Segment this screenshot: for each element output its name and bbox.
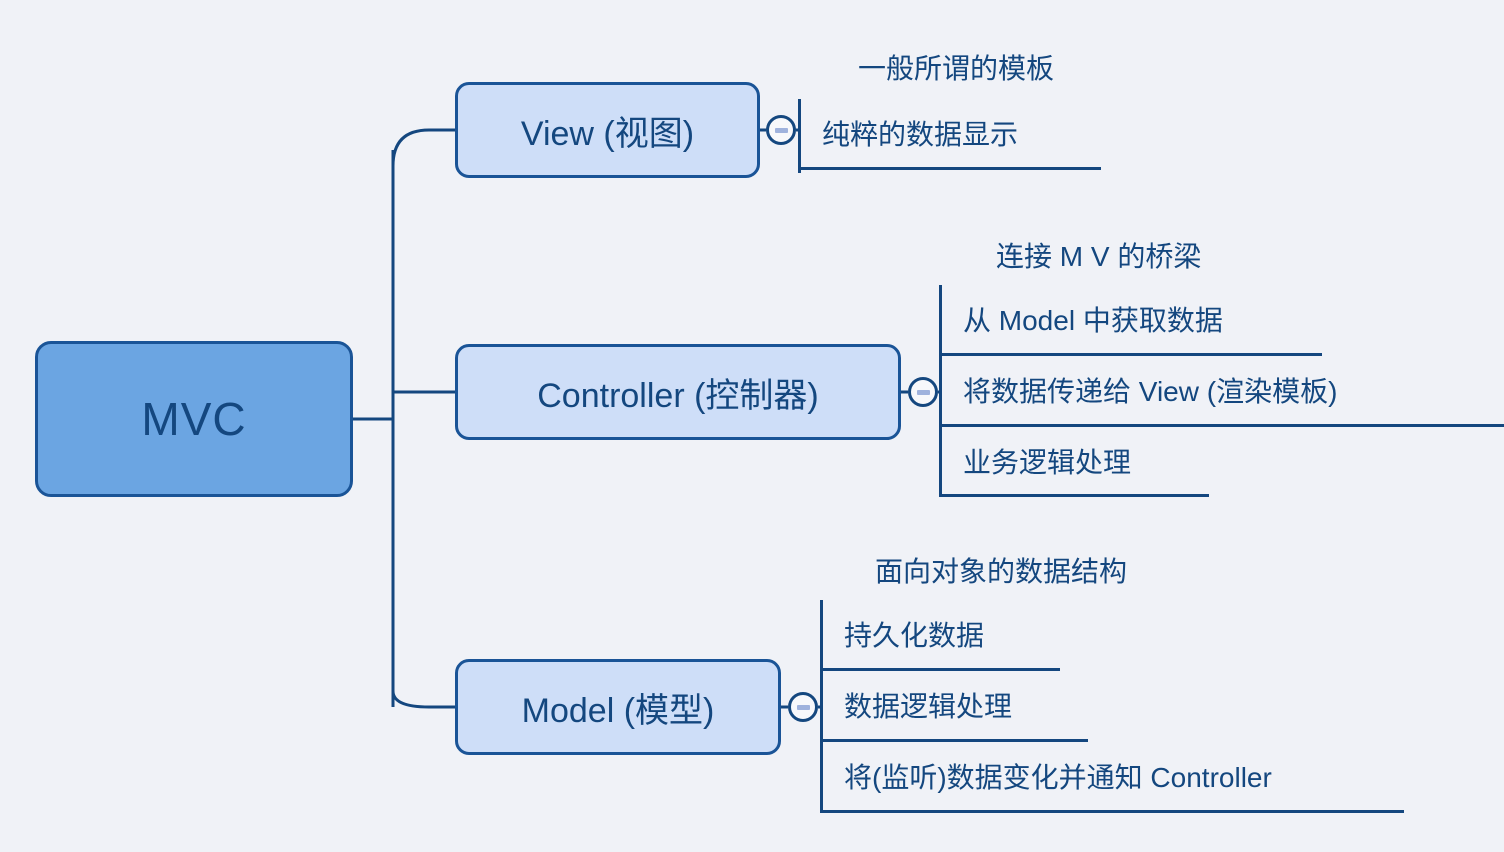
minus-bar <box>774 127 788 133</box>
leaf-item[interactable]: 纯粹的数据显示 <box>798 99 1101 170</box>
branch-node-label: Controller (控制器) <box>537 376 819 415</box>
leaf-item[interactable]: 将数据传递给 View (渲染模板) <box>939 356 1504 427</box>
leaf-label: 纯粹的数据显示 <box>822 119 1019 150</box>
leaf-spine <box>798 99 801 173</box>
collapse-minus-icon-model[interactable] <box>788 692 818 722</box>
collapse-minus-icon-controller[interactable] <box>908 377 938 407</box>
collapse-minus-icon-view[interactable] <box>766 115 796 145</box>
leaf-caption: 一般所谓的模板 <box>858 53 1055 84</box>
branch-node-label: View (视图) <box>520 114 695 153</box>
leaf-item[interactable]: 业务逻辑处理 <box>939 427 1209 497</box>
leaf-item[interactable]: 从 Model 中获取数据 <box>939 285 1322 356</box>
branch-node-view[interactable]: View (视图) <box>455 82 760 178</box>
leaf-caption: 面向对象的数据结构 <box>875 556 1128 587</box>
minus-bar <box>916 389 930 395</box>
leaf-label: 从 Model 中获取数据 <box>963 305 1223 336</box>
leaf-label: 将数据传递给 View (渲染模板) <box>963 376 1338 407</box>
leaf-label: 将(监听)数据变化并通知 Controller <box>844 762 1272 793</box>
root-node-mvc[interactable]: MVC <box>35 341 353 497</box>
branch-node-label: Model (模型) <box>521 691 715 730</box>
leaf-spine <box>939 285 942 497</box>
leaf-caption: 连接 M V 的桥梁 <box>996 241 1202 272</box>
leaf-label: 业务逻辑处理 <box>963 446 1132 478</box>
root-node-label: MVC <box>141 393 247 445</box>
leaf-item[interactable]: 将(监听)数据变化并通知 Controller <box>820 742 1404 813</box>
branch-node-model[interactable]: Model (模型) <box>455 659 781 755</box>
minus-bar <box>796 704 810 710</box>
leaf-label: 数据逻辑处理 <box>844 691 1013 722</box>
branch-node-controller[interactable]: Controller (控制器) <box>455 344 901 440</box>
leaf-item[interactable]: 持久化数据 <box>820 600 1060 671</box>
leaf-spine <box>820 600 823 813</box>
leaf-item[interactable]: 数据逻辑处理 <box>820 671 1088 742</box>
leaf-label: 持久化数据 <box>844 620 985 651</box>
